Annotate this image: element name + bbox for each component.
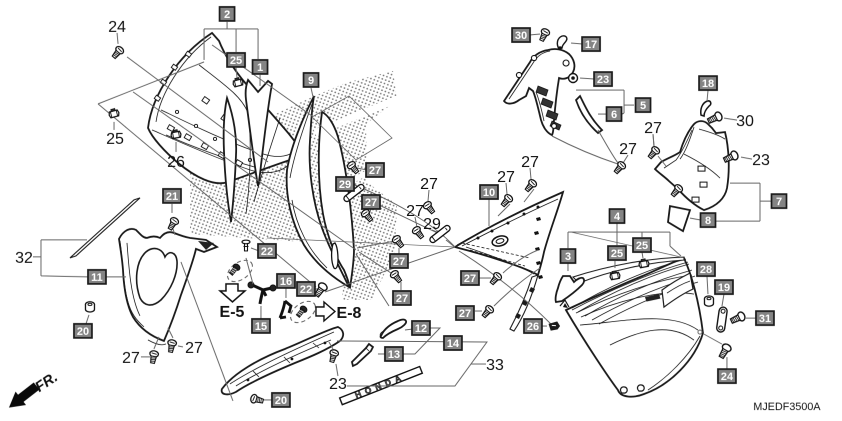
svg-text:20: 20 [77,326,89,338]
svg-text:27: 27 [459,308,471,320]
svg-text:27: 27 [521,154,539,171]
svg-text:1: 1 [257,62,263,74]
svg-text:7: 7 [776,196,782,208]
svg-text:29: 29 [423,216,441,233]
svg-text:11: 11 [91,272,103,284]
svg-text:21: 21 [166,191,178,203]
svg-text:26: 26 [527,321,539,333]
svg-text:17: 17 [585,39,597,51]
svg-text:6: 6 [611,109,617,121]
svg-text:14: 14 [447,338,460,350]
svg-text:E-5: E-5 [220,304,245,321]
svg-text:27: 27 [365,197,377,209]
svg-text:2: 2 [224,9,230,21]
svg-text:25: 25 [636,240,648,252]
svg-text:28: 28 [700,264,712,276]
svg-text:27: 27 [420,176,438,193]
svg-text:19: 19 [718,282,730,294]
svg-text:23: 23 [329,376,347,393]
svg-text:E-8: E-8 [337,305,362,322]
svg-text:12: 12 [415,323,427,335]
svg-text:32: 32 [15,250,33,267]
svg-text:30: 30 [515,30,527,42]
svg-text:27: 27 [644,120,662,137]
svg-text:22: 22 [261,246,273,258]
svg-text:22: 22 [300,284,312,296]
svg-text:27: 27 [396,293,408,305]
svg-text:27: 27 [185,340,203,357]
svg-text:MJEDF3500A: MJEDF3500A [753,401,821,413]
svg-text:23: 23 [597,74,609,86]
svg-text:24: 24 [108,19,126,36]
svg-text:27: 27 [464,273,476,285]
svg-text:30: 30 [736,113,754,130]
svg-text:18: 18 [702,78,714,90]
svg-text:9: 9 [308,75,314,87]
svg-text:33: 33 [486,357,504,374]
svg-text:25: 25 [230,55,242,67]
svg-text:27: 27 [393,256,405,268]
svg-text:26: 26 [167,154,185,171]
svg-text:27: 27 [369,165,381,177]
svg-text:25: 25 [611,248,623,260]
svg-text:29: 29 [339,179,351,191]
svg-text:4: 4 [614,211,621,223]
svg-text:24: 24 [721,371,734,383]
svg-text:3: 3 [565,251,571,263]
svg-text:8: 8 [705,215,711,227]
svg-text:23: 23 [752,152,770,169]
svg-text:27: 27 [497,169,515,186]
svg-text:20: 20 [275,395,287,407]
svg-text:13: 13 [388,349,400,361]
svg-text:16: 16 [280,276,292,288]
svg-text:15: 15 [255,321,267,333]
svg-text:27: 27 [406,203,424,220]
svg-text:10: 10 [483,187,495,199]
svg-text:5: 5 [640,100,646,112]
svg-text:25: 25 [106,131,124,148]
svg-text:31: 31 [759,313,771,325]
svg-text:27: 27 [619,141,637,158]
svg-text:27: 27 [122,350,140,367]
